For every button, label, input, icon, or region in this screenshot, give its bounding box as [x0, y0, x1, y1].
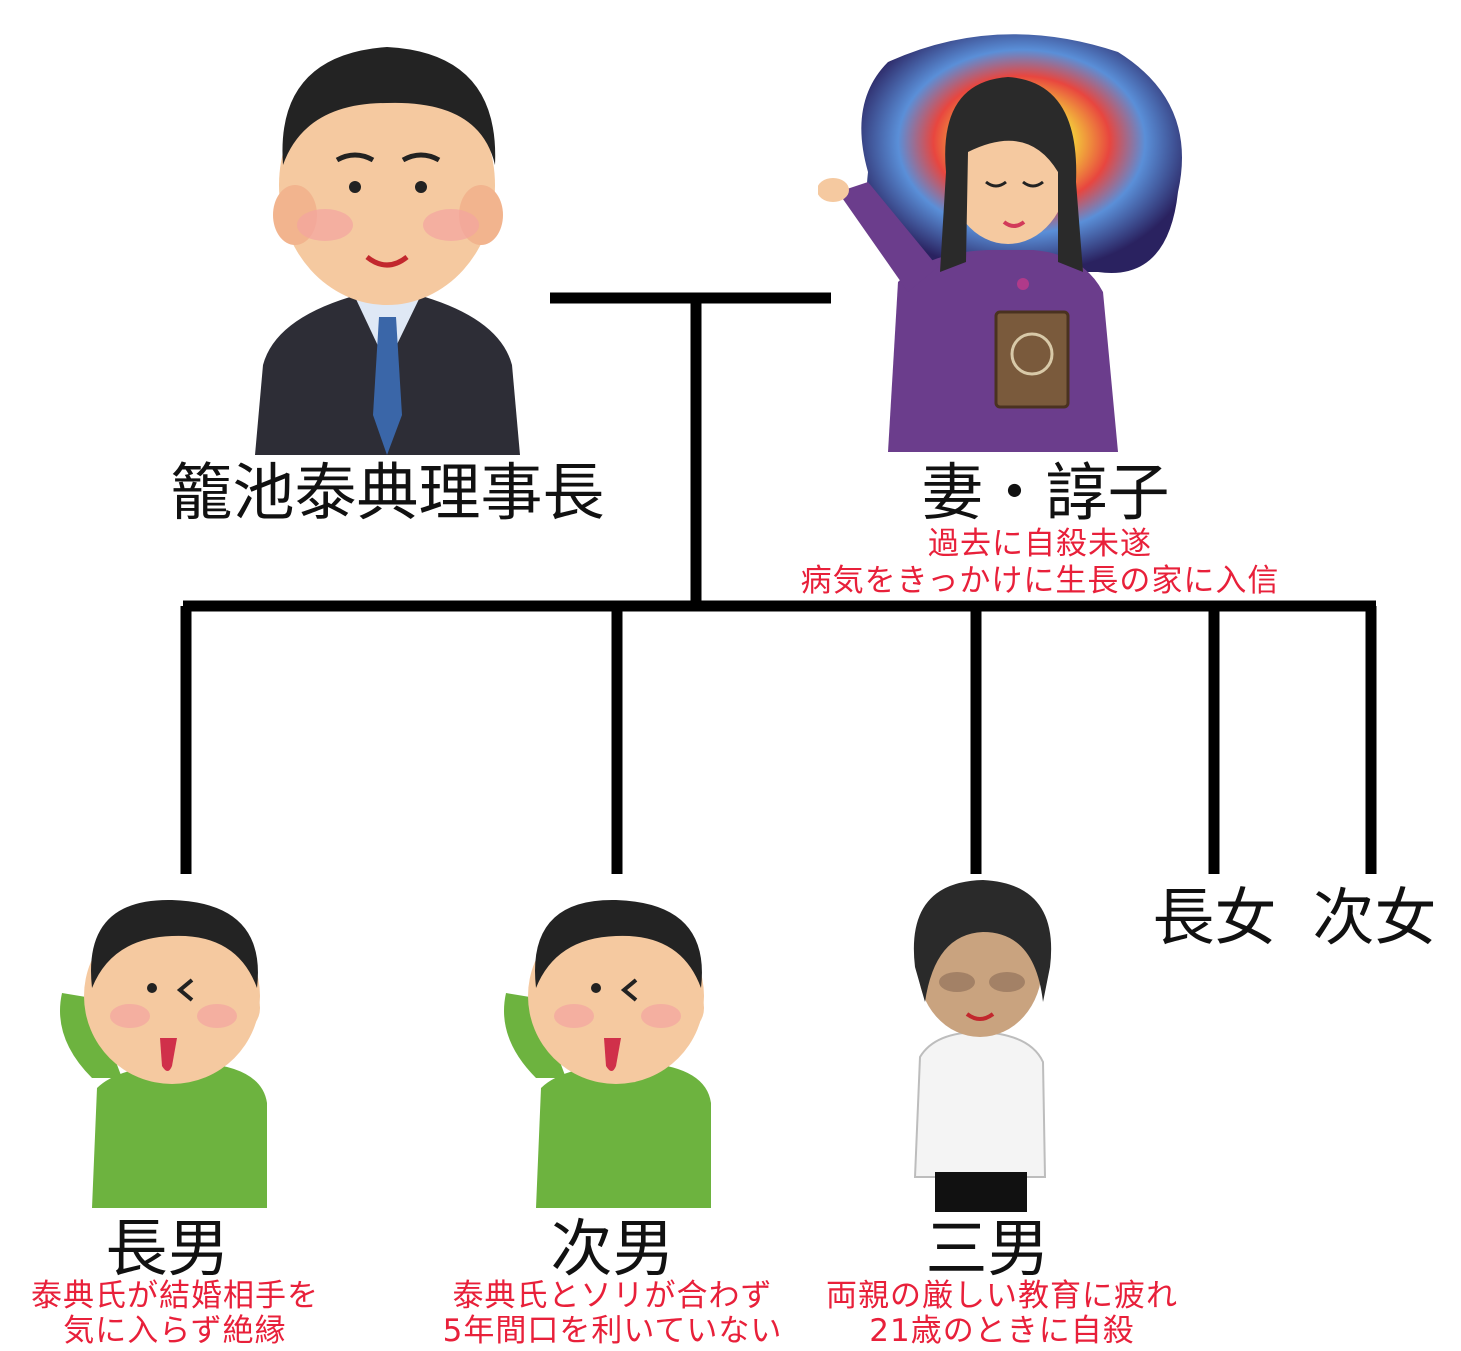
- father-illustration: [255, 47, 520, 455]
- eldest-daughter-name: 長女: [1152, 881, 1277, 954]
- mother-illustration: [818, 34, 1182, 452]
- second-son-note-1: 泰典氏とソリが合わず: [452, 1278, 773, 1314]
- mother-note-2: 病気をきっかけに生長の家に入信: [800, 563, 1280, 599]
- second-son-note-2: 5年間口を利いていない: [442, 1313, 783, 1349]
- third-son-note-1: 両親の厳しい教育に疲れ: [826, 1278, 1178, 1314]
- eldest-son-name: 長男: [105, 1212, 230, 1285]
- third-son-note-2: 21歳のときに自殺: [869, 1313, 1135, 1349]
- father-name: 籠池泰典理事長: [170, 456, 605, 529]
- second-daughter-name: 次女: [1312, 881, 1437, 954]
- third-son-illustration: [913, 880, 1052, 1212]
- mother-note-1: 過去に自殺未遂: [928, 526, 1152, 562]
- second-son-name: 次男: [550, 1212, 675, 1285]
- eldest-son-note-2: 気に入らず絶縁: [63, 1313, 287, 1349]
- mother-name: 妻・諄子: [921, 456, 1170, 529]
- eldest-son-note-1: 泰典氏が結婚相手を: [31, 1278, 319, 1314]
- eldest-son-illustration: [60, 899, 267, 1208]
- third-son-name: 三男: [925, 1212, 1050, 1285]
- second-son-illustration: [504, 899, 711, 1208]
